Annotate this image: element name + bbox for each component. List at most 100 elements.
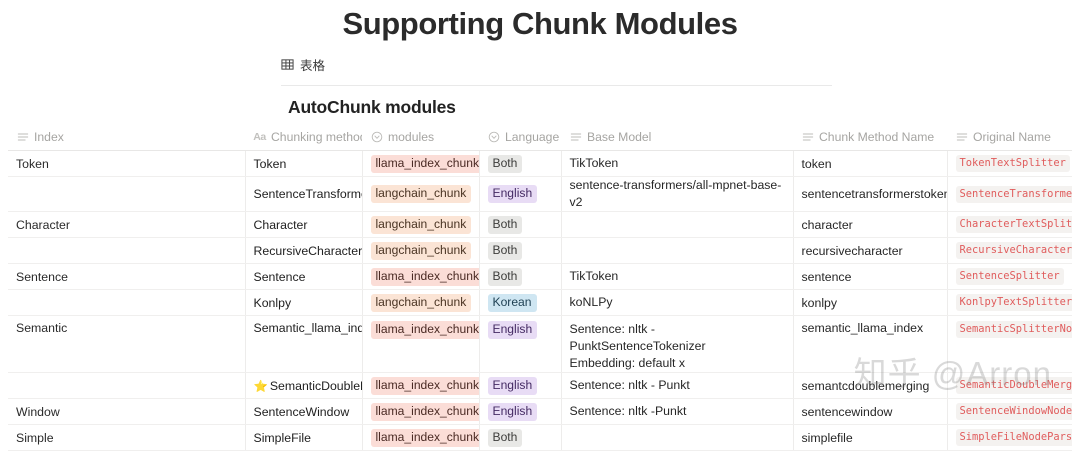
language-tag: Both — [487, 241, 523, 260]
table-row[interactable]: SentenceTransformersTokenlangchain_chunk… — [8, 176, 1072, 212]
cell-original-name[interactable]: CharacterTextSplitter — [947, 211, 1072, 238]
chunking-method-value: RecursiveCharacter — [253, 243, 362, 258]
cell-base-model[interactable]: sentence-transformers/all-mpnet-base-v2 — [561, 176, 794, 212]
cell-chunk-method-name[interactable]: semantcdoublemerging — [793, 372, 948, 399]
column-header-language[interactable]: Language — [479, 125, 561, 151]
cell-index[interactable]: Sentence — [8, 263, 246, 290]
cell-module[interactable]: langchain_chunk — [362, 176, 480, 212]
table-block-chip[interactable]: 表格 — [281, 53, 832, 75]
cell-module[interactable]: llama_index_chunk — [362, 424, 480, 451]
cell-original-name[interactable]: SemanticSplitterNodeParser — [947, 315, 1072, 373]
cell-language[interactable]: English — [479, 398, 562, 425]
cell-chunking-method[interactable]: Sentence — [245, 263, 363, 290]
cell-base-model[interactable]: Sentence: nltk - Punkt — [561, 372, 794, 399]
cell-chunking-method[interactable]: ⭐SemanticDoubleMerging — [245, 372, 363, 399]
cell-index[interactable]: Token — [8, 150, 246, 177]
cell-base-model[interactable]: TikToken — [561, 150, 794, 177]
cell-chunking-method[interactable]: Character — [245, 211, 363, 238]
index-value: Token — [16, 156, 49, 171]
module-tag: llama_index_chunk — [370, 321, 478, 339]
chunk-method-name-value: semantcdoublemerging — [801, 378, 930, 393]
cell-module[interactable]: llama_index_chunk — [362, 372, 480, 399]
column-header-chunk-method-name[interactable]: Chunk Method Name — [793, 125, 947, 151]
cell-language[interactable]: English — [479, 315, 562, 373]
column-header-modules[interactable]: modules — [362, 125, 479, 151]
original-name-code: SentenceSplitter — [955, 268, 1064, 285]
cell-index[interactable]: Simple — [8, 424, 246, 451]
column-header-base-model[interactable]: Base Model — [561, 125, 793, 151]
cell-language[interactable]: English — [479, 176, 562, 212]
cell-language[interactable]: Both — [479, 211, 562, 238]
base-model-line1: Sentence: nltk - Punkt — [569, 378, 690, 392]
cell-chunk-method-name[interactable]: recursivecharacter — [793, 237, 948, 264]
cell-chunking-method[interactable]: Konlpy — [245, 289, 363, 316]
cell-chunk-method-name[interactable]: sentence — [793, 263, 948, 290]
cell-module[interactable]: llama_index_chunk — [362, 315, 480, 373]
column-header-label: Index — [34, 129, 64, 144]
cell-chunk-method-name[interactable]: konlpy — [793, 289, 948, 316]
cell-index[interactable]: Character — [8, 211, 246, 238]
cell-original-name[interactable]: KonlpyTextSplitter — [947, 289, 1072, 316]
cell-language[interactable]: Both — [479, 150, 562, 177]
cell-original-name[interactable]: RecursiveCharacterTextSplitter — [947, 237, 1072, 264]
cell-chunk-method-name[interactable]: sentencetransformerstoken — [793, 176, 948, 212]
column-header-index[interactable]: Index — [8, 125, 245, 151]
cell-original-name[interactable]: SentenceSplitter — [947, 263, 1072, 290]
cell-module[interactable]: llama_index_chunk — [362, 398, 480, 425]
cell-base-model[interactable] — [561, 424, 794, 451]
cell-module[interactable]: langchain_chunk — [362, 211, 480, 238]
cell-original-name[interactable]: TokenTextSplitter — [947, 150, 1072, 177]
cell-chunking-method[interactable]: Semantic_llama_index — [245, 315, 363, 373]
cell-module[interactable]: langchain_chunk — [362, 237, 480, 264]
cell-base-model[interactable] — [561, 211, 794, 238]
cell-index[interactable] — [8, 237, 246, 264]
cell-chunking-method[interactable]: SentenceWindow — [245, 398, 363, 425]
cell-chunk-method-name[interactable]: token — [793, 150, 948, 177]
cell-original-name[interactable]: SemanticDoubleMergingSplitterNodeParser — [947, 372, 1072, 399]
module-tag: llama_index_chunk — [370, 376, 478, 395]
cell-chunk-method-name[interactable]: simplefile — [793, 424, 948, 451]
cell-index[interactable] — [8, 289, 246, 316]
cell-language[interactable]: Both — [479, 237, 562, 264]
cell-language[interactable]: Both — [479, 263, 562, 290]
table-row[interactable]: Semantic Semantic_llama_index llama_index_… — [8, 315, 1072, 373]
cell-module[interactable]: langchain_chunk — [362, 289, 480, 316]
cell-index[interactable] — [8, 372, 246, 399]
cell-index[interactable] — [8, 176, 246, 212]
cell-chunk-method-name[interactable]: sentencewindow — [793, 398, 948, 425]
cell-chunk-method-name[interactable]: semantic_llama_index — [793, 315, 948, 373]
cell-module[interactable]: llama_index_chunk — [362, 263, 480, 290]
chunking-method-value: Semantic_llama_index — [253, 321, 362, 335]
cell-original-name[interactable]: SentenceWindowNodeParser — [947, 398, 1072, 425]
cell-chunking-method[interactable]: SentenceTransformersToken — [245, 176, 363, 212]
cell-base-model[interactable]: koNLPy — [561, 289, 794, 316]
cell-chunking-method[interactable]: SimpleFile — [245, 424, 363, 451]
cell-language[interactable]: Both — [479, 424, 562, 451]
cell-language[interactable]: Korean — [479, 289, 562, 316]
cell-base-model[interactable]: TikToken — [561, 263, 794, 290]
table-row[interactable]: ⭐SemanticDoubleMerging llama_index_chunkE… — [8, 372, 1072, 399]
cell-chunking-method[interactable]: RecursiveCharacter — [245, 237, 363, 264]
cell-module[interactable]: llama_index_chunk — [362, 150, 480, 177]
cell-language[interactable]: English — [479, 372, 562, 399]
cell-chunking-method[interactable]: Token — [245, 150, 363, 177]
cell-base-model[interactable]: Sentence: nltk -Punkt — [561, 398, 794, 425]
text-lines-icon — [569, 130, 582, 143]
cell-chunk-method-name[interactable]: character — [793, 211, 948, 238]
column-header-original-name[interactable]: Original Name — [947, 125, 1072, 151]
cell-original-name[interactable]: SimpleFileNodeParser — [947, 424, 1072, 451]
text-lines-icon — [801, 130, 814, 143]
cell-index[interactable]: Semantic — [8, 315, 246, 373]
cell-index[interactable]: Window — [8, 398, 246, 425]
cell-original-name[interactable]: SentenceTransformersTokenTextSplitter — [947, 176, 1072, 212]
cell-base-model[interactable] — [561, 237, 794, 264]
